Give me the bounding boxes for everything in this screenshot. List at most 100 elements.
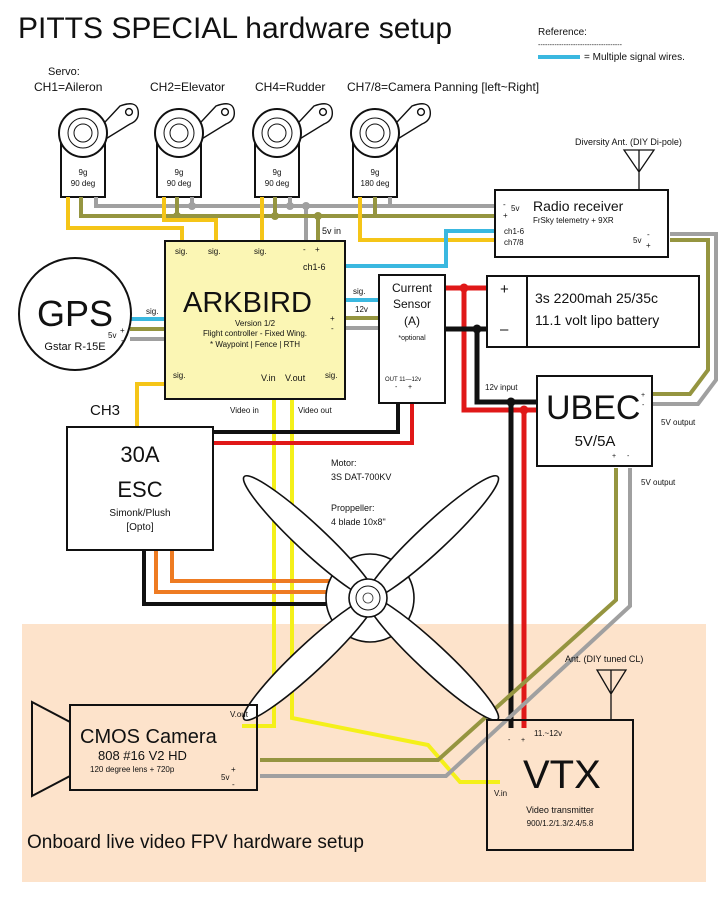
battery-spec: 3s 2200mah 25/35c — [535, 290, 658, 306]
servo-gear-ring — [163, 117, 195, 149]
ubec-input-label: 12v input — [485, 383, 518, 392]
fc-vout-label: V.out — [285, 373, 306, 383]
servo-channel-label: CH2=Elevator — [150, 80, 225, 94]
vtx-title: VTX — [523, 753, 601, 797]
ubec-box — [536, 375, 653, 467]
gps-module: GPS Gstar R-15E 5v + - — [18, 257, 132, 371]
rx-pin-neg: - — [503, 200, 506, 209]
antenna-icon — [622, 149, 656, 190]
servo-range: 180 deg — [361, 179, 390, 188]
camera-box — [69, 704, 258, 791]
current-sensor-note: *optional — [398, 335, 426, 342]
ubec-title: UBEC — [546, 389, 640, 427]
esc-box — [66, 426, 214, 551]
vtx-vin-label: V.in — [494, 789, 507, 798]
fc-version: Version 1/2 — [235, 319, 276, 328]
wire-video-fc-to-vtx — [290, 392, 500, 784]
esc-type: [Opto] — [126, 522, 153, 533]
propeller-spec: 4 blade 10x8" — [331, 517, 386, 527]
vtx-bands: 900/1.2/1.3/2.4/5.8 — [527, 819, 594, 828]
reference-divider: ------------------------------------ — [538, 42, 623, 49]
fc-title: ARKBIRD — [183, 287, 312, 319]
gps-title: GPS — [37, 293, 113, 334]
junction-dot — [271, 212, 279, 220]
servo-channel-label: CH7/8=Camera Panning [left~Right] — [347, 80, 539, 94]
rx-antenna-label: Diversity Ant. (DIY Di-pole) — [575, 137, 682, 147]
camera-neg: - — [232, 780, 235, 789]
battery-pos-terminal: + — [500, 281, 509, 298]
page-title: PITTS SPECIAL hardware setup — [18, 12, 452, 45]
cmos-camera: V.out CMOS Camera 808 #16 V2 HD 120 degr… — [31, 700, 258, 798]
servo-section-label: Servo: — [48, 66, 80, 78]
wire-ubec-camera-power — [260, 468, 618, 762]
esc-title-amps: 30A — [120, 442, 159, 467]
fc-sig-ch3-label: sig. — [173, 371, 185, 380]
vtx-antenna-label: Ant. (DIY tuned CL) — [565, 654, 643, 664]
rx-pin-ch16: ch1-6 — [504, 227, 525, 236]
fc-neg-label: - — [303, 245, 306, 254]
servo-gear-center — [169, 123, 189, 143]
esc: CH3 30A ESC Simonk/Plush [Opto] — [66, 402, 214, 551]
ubec-neg-2: - — [627, 453, 630, 460]
propeller-hub-center — [362, 592, 374, 604]
wire-motor-phase-a — [142, 532, 330, 606]
fc-video-in-label: Video in — [230, 406, 259, 415]
rx-box — [494, 189, 669, 258]
ubec-output-label-rx: 5V output — [661, 418, 696, 427]
current-sig-label: sig. — [353, 287, 365, 296]
ubec-pos-2: + — [612, 453, 616, 460]
battery: + – 3s 2200mah 25/35c 11.1 volt lipo bat… — [486, 275, 700, 348]
servo-channel-label: CH1=Aileron — [34, 80, 102, 94]
servo-gear-center — [73, 123, 93, 143]
ubec-rating: 5V/5A — [575, 433, 616, 450]
servo-arm-hole — [416, 107, 426, 117]
rx-out-5v: 5v — [633, 236, 641, 245]
rx-title: Radio receiver — [533, 198, 624, 214]
reference-heading: Reference: — [538, 27, 587, 38]
fc-12v-pos: + — [330, 314, 335, 323]
current-sensor-line1: Current — [392, 281, 433, 295]
servo-gear-center — [365, 123, 385, 143]
rx-out-neg: - — [647, 230, 650, 239]
esc-firmware: Simonk/Plush — [109, 508, 170, 519]
gps-neg-label: - — [121, 336, 124, 345]
wire-ground-bus — [94, 197, 500, 208]
servo: 9g 90 deg — [58, 103, 140, 198]
fc-sig-label: sig. — [325, 371, 337, 380]
rx-pin-pos: + — [503, 211, 508, 220]
wire-esc-negative — [210, 398, 400, 434]
vtx-box — [486, 719, 634, 851]
fc-vin-label: V.in — [261, 373, 276, 383]
junction-dot — [188, 202, 196, 210]
gps-model: Gstar R-15E — [44, 341, 105, 353]
esc-channel-label: CH3 — [90, 402, 120, 419]
propeller-hub-ring — [355, 585, 381, 611]
servo-weight: 9g — [371, 168, 380, 177]
servo-gear-housing — [58, 108, 108, 158]
radio-receiver: Diversity Ant. (DIY Di-pole) Radio recei… — [494, 137, 682, 258]
servo-gear-housing — [350, 108, 400, 158]
vtx: Ant. (DIY tuned CL) - + 11.~12v VTX V.in… — [486, 654, 643, 851]
junction-dot — [302, 202, 310, 210]
servo-weight: 9g — [79, 168, 88, 177]
ubec-neg: - — [642, 402, 645, 409]
gps-5v-label: 5v — [108, 331, 116, 340]
fc-5v-in-label: 5v in — [322, 226, 341, 236]
camera-model: 808 #16 V2 HD — [98, 748, 187, 763]
wire-ubec-rx-ground — [652, 232, 718, 406]
reference-legend: Reference: -----------------------------… — [538, 27, 685, 63]
servo-weight: 9g — [273, 168, 282, 177]
current-sensor-out: OUT 11—12v — [385, 377, 421, 383]
wire-multi-ch16 — [340, 229, 500, 268]
vtx-voltage: 11.~12v — [534, 729, 562, 738]
battery-voltage: 11.1 volt lipo battery — [535, 312, 659, 328]
ubec: 12v input UBEC 5V/5A + - 5V output + - 5… — [485, 375, 696, 487]
servo-range: 90 deg — [71, 179, 95, 188]
wire-ubec-camera-ground — [260, 468, 632, 778]
servo: 9g 180 deg — [350, 103, 432, 198]
camera-5v-label: 5v — [221, 773, 229, 782]
wire-ubec-rx-power — [652, 238, 710, 396]
ubec-pos: + — [641, 392, 645, 399]
rx-pin-ch78: ch7/8 — [504, 238, 524, 247]
